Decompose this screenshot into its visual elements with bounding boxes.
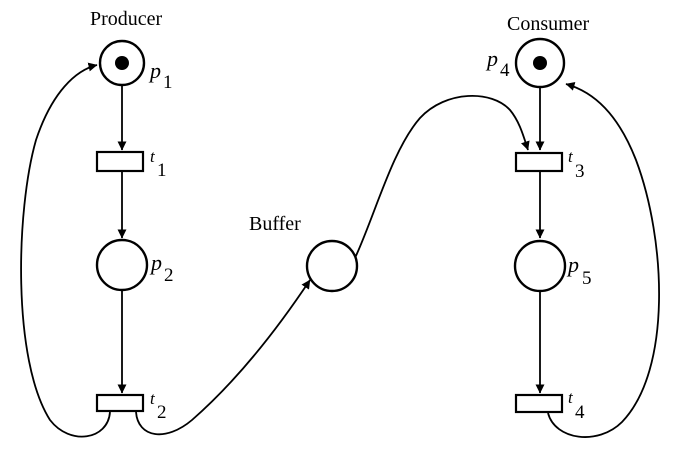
transition-t4 (514, 393, 564, 414)
buffer-label: Buffer (249, 213, 301, 235)
t3-index: 3 (575, 161, 585, 182)
token-p4 (533, 56, 547, 70)
t3-label: t (568, 147, 574, 166)
t2-index: 2 (157, 402, 167, 423)
p5-index: 5 (582, 268, 592, 289)
token-p1 (115, 56, 129, 70)
p4-label: p (485, 46, 498, 71)
t2-label: t (150, 389, 156, 408)
arc-buffer-t3 (354, 94, 530, 259)
t4-label: t (568, 388, 574, 407)
t1-index: 1 (157, 160, 167, 181)
arc-t4-p4 (547, 82, 660, 438)
transition-t3 (514, 151, 564, 173)
p2-label: p (149, 250, 162, 275)
p2-index: 2 (164, 265, 174, 286)
arc-t2-p1 (20, 62, 111, 438)
transition-t1 (95, 150, 145, 173)
p5-label: p (566, 252, 579, 277)
place-buffer (305, 239, 359, 293)
place-p5 (513, 239, 567, 293)
consumer-label: Consumer (507, 13, 590, 35)
t1-label: t (150, 147, 156, 166)
p4-index: 4 (500, 60, 510, 81)
place-p2 (95, 238, 149, 292)
arc-t2-buffer (135, 279, 311, 436)
producer-label: Producer (90, 8, 163, 30)
t4-index: 4 (575, 402, 585, 423)
p1-label: p (148, 58, 161, 83)
p1-index: 1 (163, 72, 173, 93)
transition-t2 (95, 393, 145, 413)
